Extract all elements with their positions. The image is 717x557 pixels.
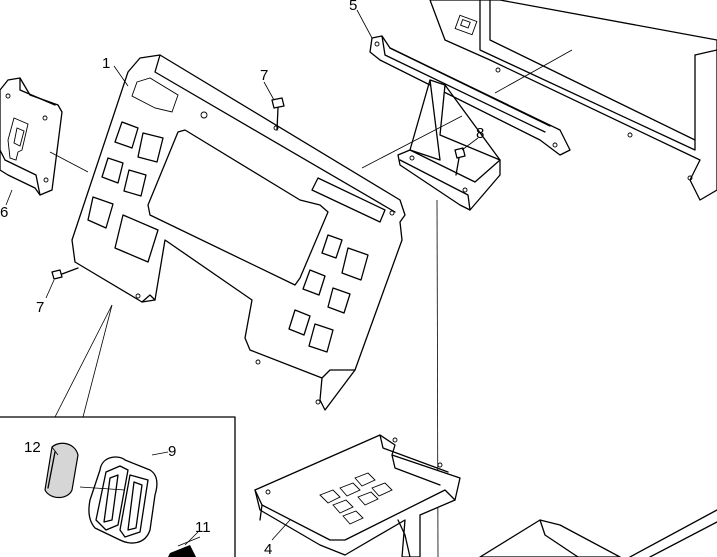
callout-8: 8 — [476, 125, 484, 142]
bottom-right-part — [479, 509, 717, 557]
side-bracket-part-6 — [0, 77, 63, 196]
base-tray-part-4 — [254, 434, 461, 557]
callout-5: 5 — [349, 0, 357, 14]
main-panel-part-1 — [71, 54, 406, 411]
part-11-fragment — [168, 536, 201, 557]
callout-1: 1 — [102, 55, 110, 72]
callout-7-left: 7 — [36, 299, 44, 316]
screw-8 — [454, 147, 466, 176]
detail-box — [0, 416, 236, 557]
callout-7-top: 7 — [260, 67, 268, 84]
screw-7-top — [271, 97, 285, 131]
rail-bracket — [369, 35, 571, 156]
knob-frame-part-9 — [88, 456, 158, 544]
callout-9: 9 — [168, 443, 176, 460]
stand-bracket — [397, 79, 501, 211]
screw-7-left — [51, 267, 79, 280]
callout-4: 4 — [264, 541, 272, 557]
enclosure-part-5 — [429, 0, 717, 201]
callout-12: 12 — [24, 439, 41, 456]
callout-6: 6 — [0, 204, 8, 221]
callout-11: 11 — [195, 519, 211, 536]
knob-cap-part-12 — [44, 442, 79, 499]
